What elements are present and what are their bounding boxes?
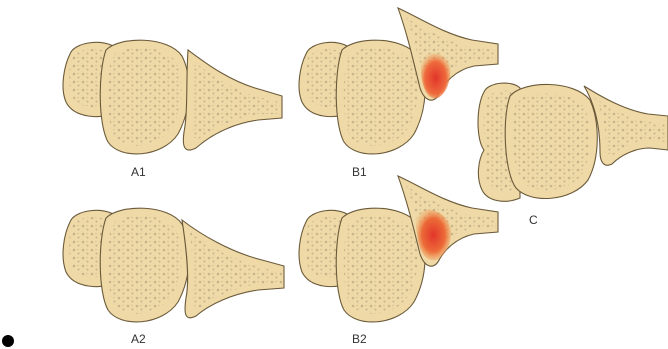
bullet-dot xyxy=(2,335,14,347)
label-b2: B2 xyxy=(352,332,367,346)
label-a1: A1 xyxy=(131,165,146,179)
label-b1: B1 xyxy=(352,165,367,179)
figure-a2: A2 xyxy=(63,208,284,346)
label-a2: A2 xyxy=(131,332,146,346)
figure-c: C xyxy=(478,83,668,227)
figure-b1: B1 xyxy=(299,8,498,179)
figure-a1: A1 xyxy=(63,40,282,179)
figure-b2: B2 xyxy=(299,176,498,346)
label-c: C xyxy=(529,213,538,227)
